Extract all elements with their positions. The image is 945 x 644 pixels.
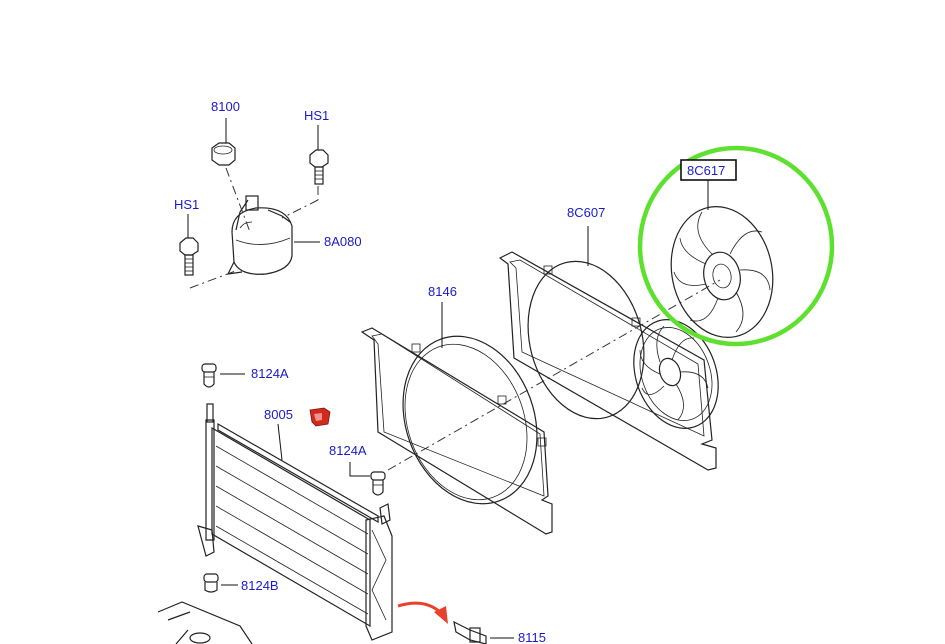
- bolt-hs1-top-part[interactable]: [309, 125, 329, 185]
- highlight-circle: [637, 145, 835, 347]
- label-8100[interactable]: 8100: [211, 99, 240, 114]
- cooling-fan-8c617-part[interactable]: [659, 180, 784, 347]
- isolator-8124a-top-part[interactable]: [201, 363, 245, 388]
- label-8124b[interactable]: 8124B: [241, 578, 279, 593]
- label-8124a-mid[interactable]: 8124A: [329, 443, 367, 458]
- fan-shroud-8146-part[interactable]: [360, 302, 560, 535]
- label-8124a-top[interactable]: 8124A: [251, 366, 289, 381]
- radiator-part[interactable]: [197, 403, 393, 641]
- red-clip-icon: [309, 407, 331, 427]
- label-8c617[interactable]: 8C617: [687, 163, 725, 178]
- label-hs1-left[interactable]: HS1: [174, 197, 199, 212]
- label-8115[interactable]: 8115: [518, 630, 546, 644]
- isolator-8124a-mid-part[interactable]: [349, 462, 386, 496]
- label-hs1-top[interactable]: HS1: [304, 108, 329, 123]
- label-8c617-box[interactable]: 8C617: [680, 159, 737, 181]
- expansion-tank-group: 8100 HS1 HS1: [174, 99, 362, 289]
- label-8146[interactable]: 8146: [428, 284, 457, 299]
- tank-cap-part[interactable]: [211, 118, 236, 166]
- bolt-hs1-left-part[interactable]: [179, 214, 199, 276]
- expansion-tank-part[interactable]: [226, 195, 320, 275]
- label-8c607[interactable]: 8C607: [567, 205, 605, 220]
- lower-support-bracket-part[interactable]: [157, 601, 253, 644]
- drain-plug-part[interactable]: [453, 620, 514, 644]
- label-8a080[interactable]: 8A080: [324, 234, 362, 249]
- radiator-fins: [215, 445, 369, 615]
- fan-blades: [673, 211, 771, 333]
- fan-shroud-8c607-part[interactable]: [498, 226, 733, 471]
- isolator-8124b-part[interactable]: [203, 573, 238, 593]
- curved-arrow-icon: [397, 601, 448, 624]
- label-8005[interactable]: 8005: [264, 407, 293, 422]
